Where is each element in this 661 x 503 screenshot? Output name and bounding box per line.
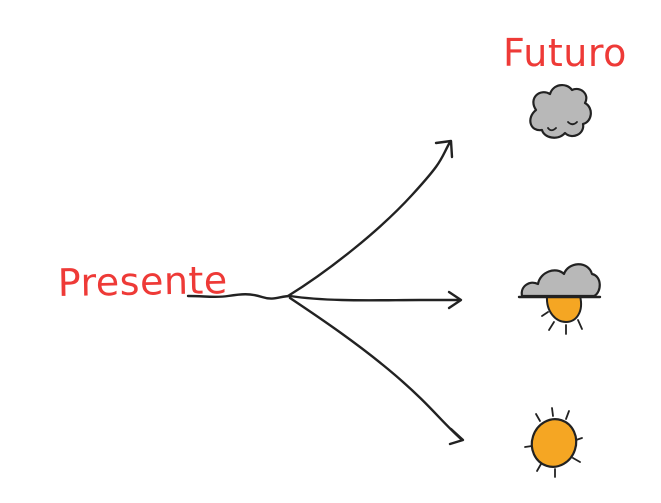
sun-icon [524, 407, 583, 478]
present-line [186, 293, 292, 300]
cloud-icon [529, 84, 592, 139]
future-label: Futuro [503, 31, 627, 75]
branch-middle [288, 294, 461, 302]
present-label: Presente [57, 258, 228, 305]
cloud-sun-icon [517, 263, 602, 335]
branch-down [288, 296, 463, 441]
arrowhead-middle [447, 290, 463, 310]
branch-up [286, 140, 452, 298]
arrowhead-down [448, 427, 465, 446]
arrowhead-up [434, 139, 454, 159]
